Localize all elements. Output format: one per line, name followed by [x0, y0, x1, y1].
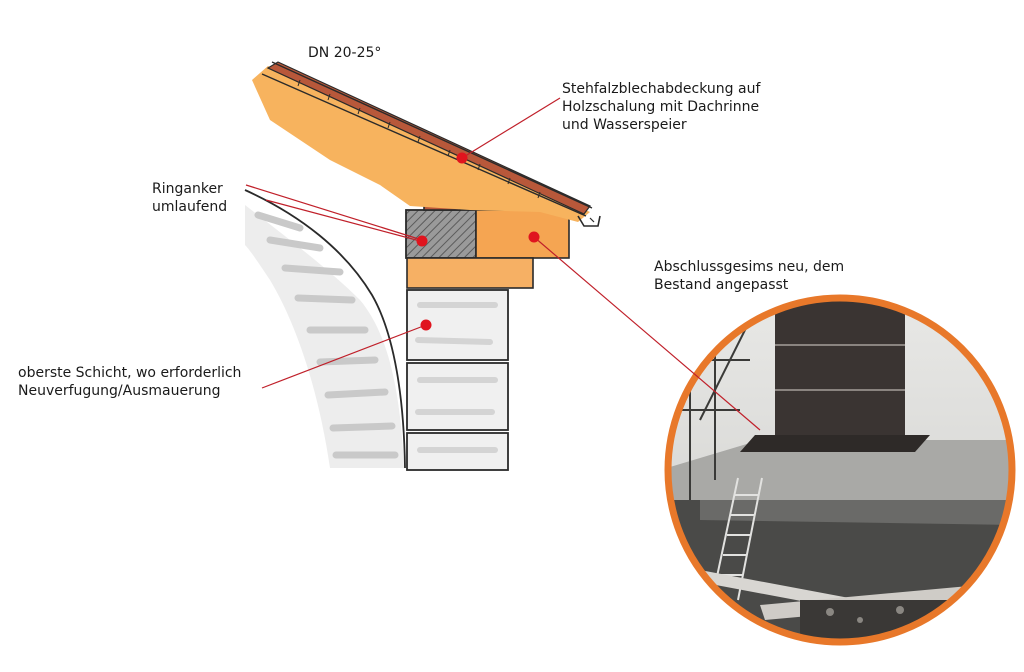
- roof-cover-line-2: Holzschalung mit Dachrinne: [562, 99, 760, 115]
- marker-ring-anchor: [416, 235, 428, 247]
- roof-cover-label: Stehfalzblechabdeckung auf Holzschalung …: [562, 80, 760, 134]
- arch-masonry: [244, 189, 406, 469]
- top-layer-line-1: oberste Schicht, wo erforderlich: [18, 365, 242, 381]
- ring-anchor-line-1: Ringanker: [152, 181, 223, 197]
- historic-photo: [664, 294, 1016, 646]
- cornice-line-2: Bestand angepasst: [654, 277, 789, 293]
- cornice-line-1: Abschlussgesims neu, dem: [654, 259, 845, 275]
- ring-anchor-line-2: umlaufend: [152, 199, 228, 215]
- roof-cover-line-1: Stehfalzblechabdeckung auf: [562, 81, 761, 97]
- ring-anchor-label: Ringanker umlaufend: [152, 180, 227, 216]
- roof-pitch-text: DN 20-25°: [308, 45, 382, 61]
- wall-blocks: [406, 289, 509, 471]
- top-layer-label: oberste Schicht, wo erforderlich Neuverf…: [18, 364, 241, 400]
- roof-cover-line-3: und Wasserspeier: [562, 117, 687, 133]
- photo-frame: [664, 294, 1016, 646]
- marker-roof-cover: [456, 152, 468, 164]
- roof-pitch-label: DN 20-25°: [308, 44, 381, 62]
- ring-anchor-block: [405, 209, 477, 259]
- cornice-label: Abschlussgesims neu, dem Bestand angepas…: [654, 258, 844, 294]
- top-layer-line-2: Neuverfugung/Ausmauerung: [18, 383, 221, 399]
- roof-assembly: [252, 61, 601, 227]
- marker-top-layer: [420, 319, 432, 331]
- leader-lines: [245, 97, 761, 431]
- marker-cornice: [528, 231, 540, 243]
- markers: [416, 152, 540, 331]
